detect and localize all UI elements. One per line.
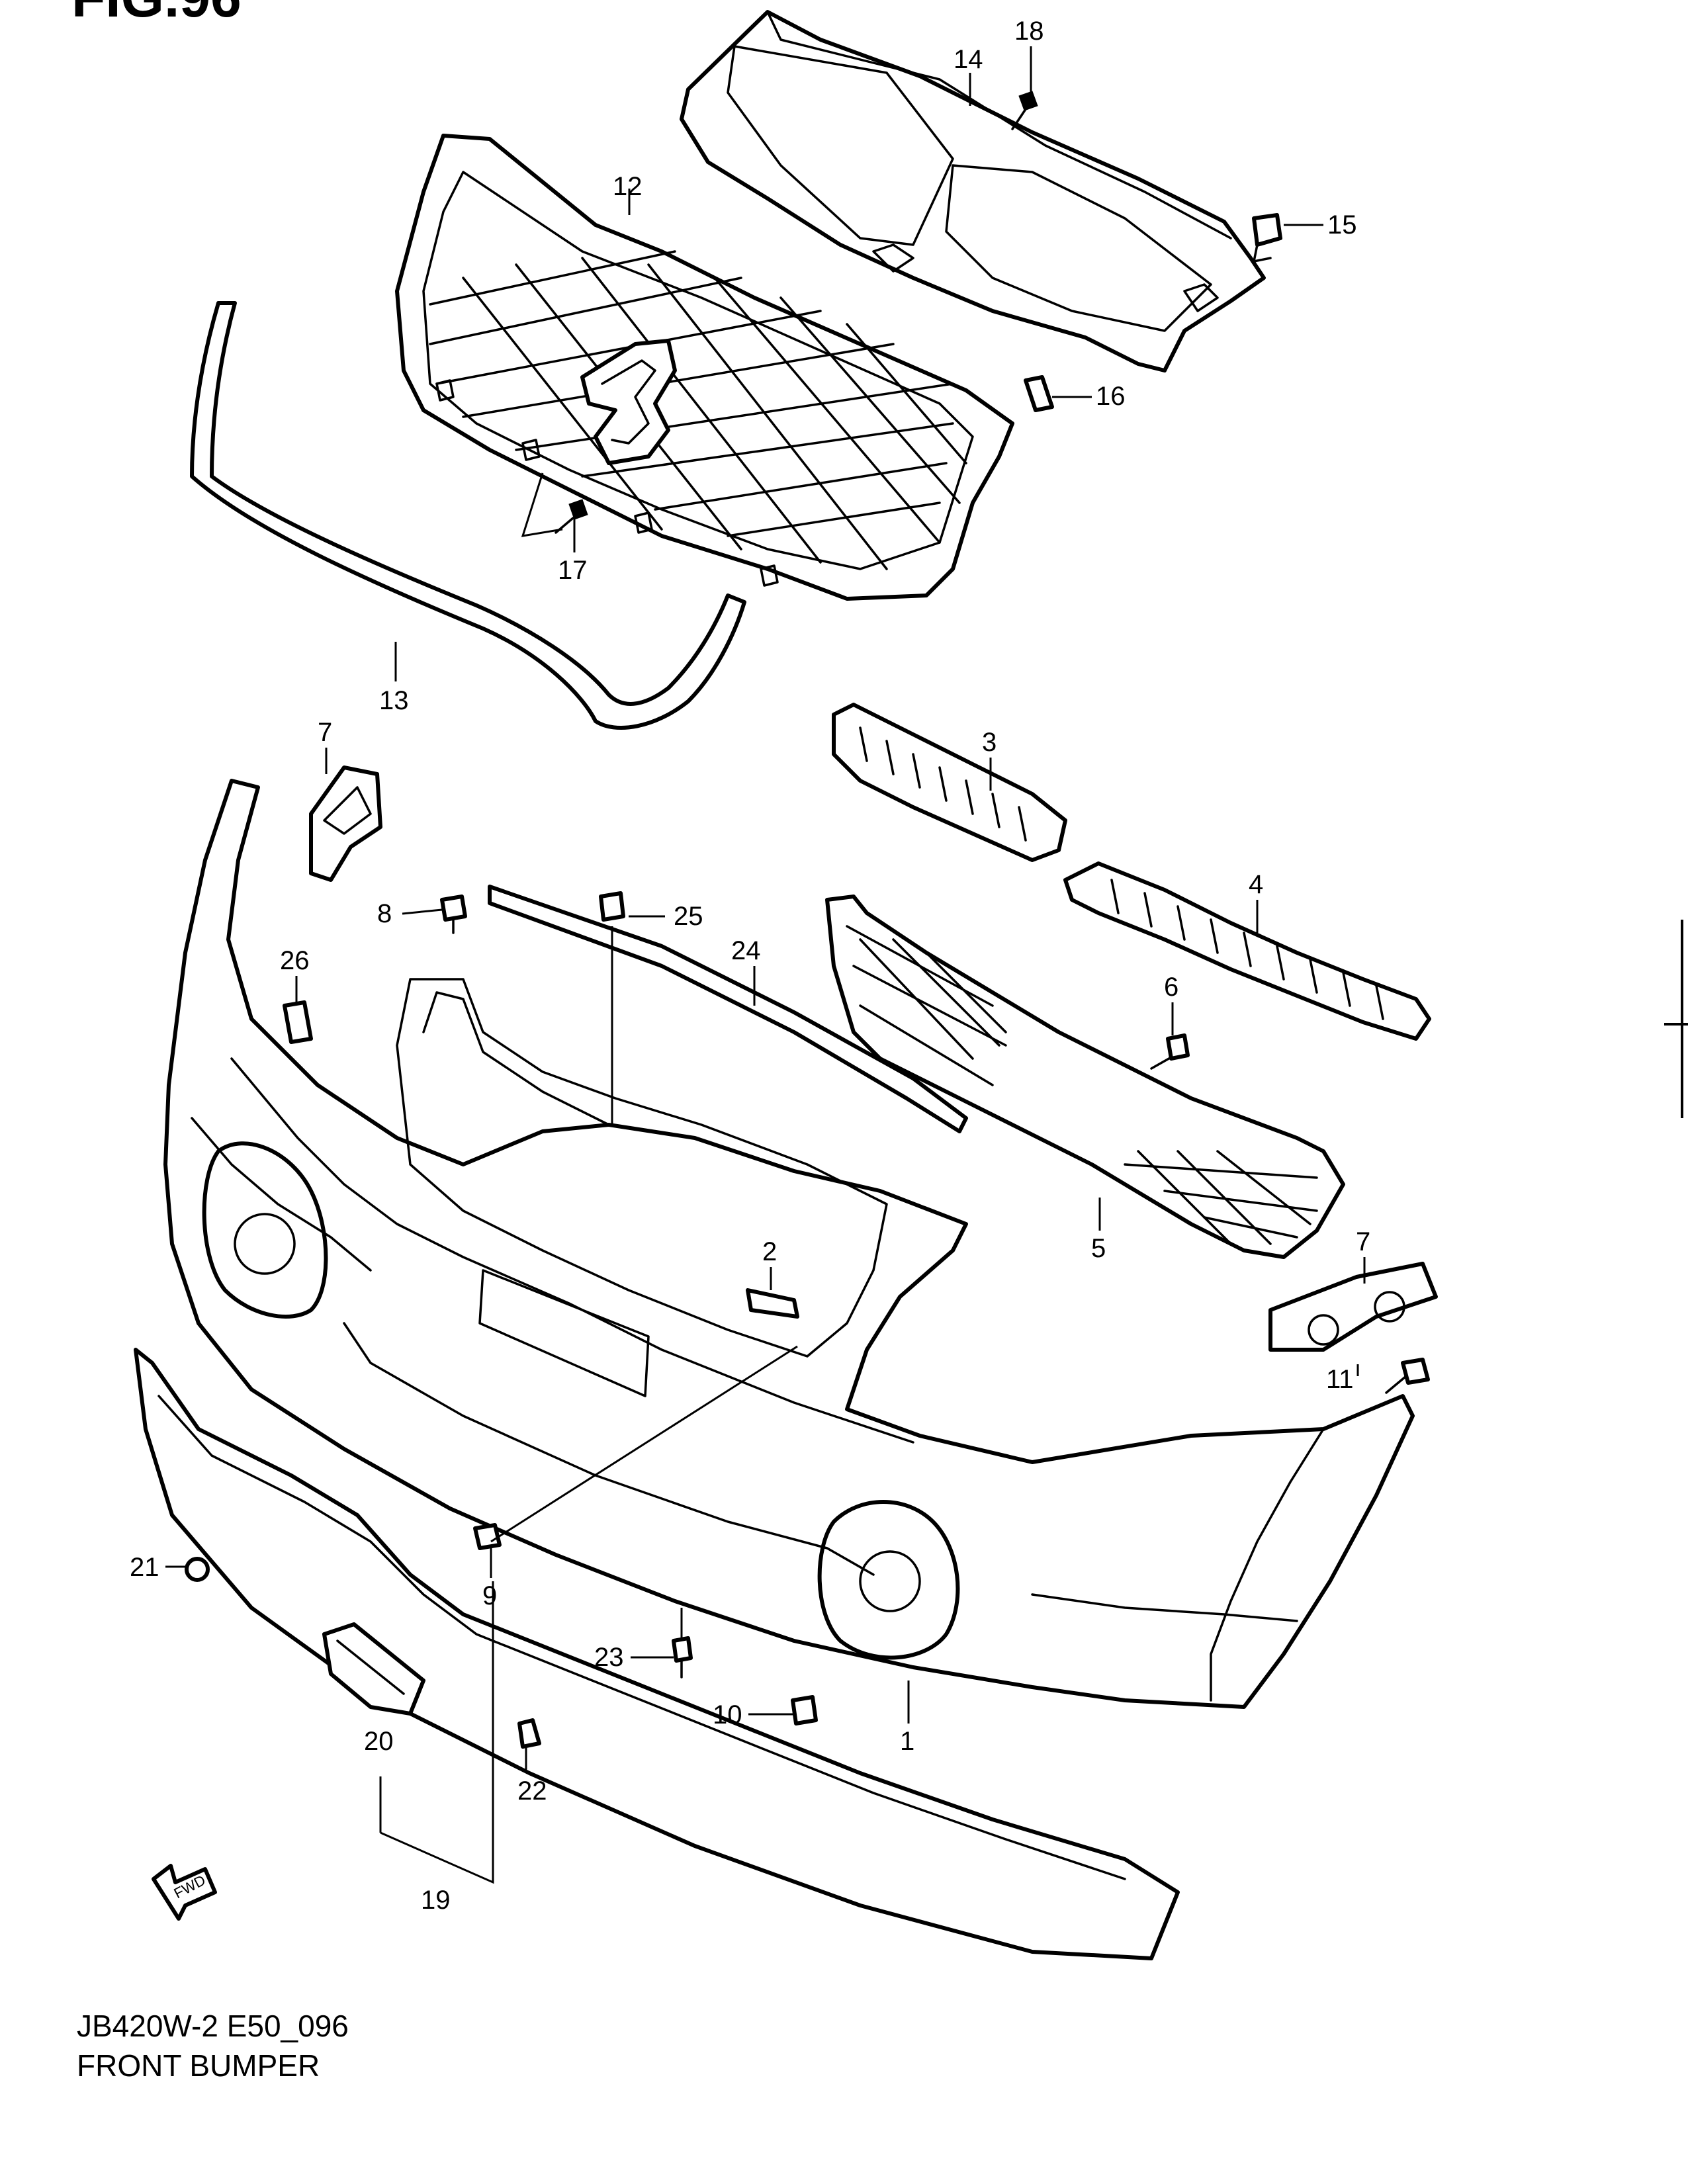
callout-8: 8 — [377, 899, 392, 928]
callout-2: 2 — [762, 1237, 777, 1266]
diagram-caption: FRONT BUMPER — [77, 2048, 320, 2083]
part-24-upper-cover — [488, 885, 968, 1133]
fastener-15-clip — [1252, 213, 1282, 263]
callout-21: 21 — [130, 1553, 159, 1582]
callout-11: 11 — [1326, 1365, 1354, 1394]
callout-9: 9 — [482, 1581, 497, 1610]
fastener-10-bolt — [791, 1695, 818, 1725]
fastener-8-bolt — [440, 895, 467, 934]
leader-lines — [165, 46, 1366, 1884]
diagram-code: JB420W-2 E50_096 — [77, 2009, 349, 2043]
part-12-radiator-grille — [395, 134, 1014, 601]
fastener-25-clip — [599, 891, 625, 922]
callout-16: 16 — [1096, 382, 1126, 411]
part-2-nut — [746, 1288, 799, 1319]
part-7-bracket-right — [1268, 1262, 1438, 1352]
callout-10: 10 — [713, 1700, 742, 1729]
fastener-18-screw — [1011, 91, 1038, 130]
part-22-clip — [517, 1718, 541, 1749]
callout-6: 6 — [1164, 973, 1178, 1002]
part-7-bracket-left — [309, 765, 382, 882]
part-26-clip — [283, 1000, 313, 1044]
callout-5: 5 — [1091, 1234, 1106, 1263]
callout-15: 15 — [1327, 210, 1357, 240]
callout-26: 26 — [280, 946, 310, 975]
fastener-6-screw — [1150, 1033, 1190, 1070]
callout-19: 19 — [421, 1886, 451, 1915]
fastener-21-nut — [185, 1557, 210, 1582]
fastener-17-screw — [555, 499, 588, 534]
part-5-lower-grille — [825, 895, 1345, 1259]
callout-7-left: 7 — [318, 718, 332, 747]
callout-labels: 1 2 3 4 5 6 7 7 8 9 10 11 12 13 14 15 16… — [130, 17, 1370, 1915]
callout-23: 23 — [594, 1643, 624, 1672]
edge-mark-horizontal — [1664, 1023, 1688, 1026]
callout-3: 3 — [982, 728, 997, 757]
callout-4: 4 — [1249, 870, 1263, 899]
part-19-lower-spoiler — [134, 1348, 1180, 1960]
fastener-9-bolt — [473, 1523, 502, 1550]
callout-12: 12 — [613, 172, 643, 201]
callout-22: 22 — [517, 1776, 547, 1806]
callout-13: 13 — [379, 686, 409, 715]
callout-25: 25 — [674, 902, 703, 931]
callout-20: 20 — [364, 1727, 394, 1756]
part-13-moulding — [190, 301, 746, 730]
part-20-tow-cover — [322, 1622, 425, 1716]
fastener-11-screw — [1385, 1358, 1430, 1394]
callout-18: 18 — [1014, 17, 1044, 46]
part-4-absorber — [1063, 861, 1431, 1041]
part-16-clip — [1024, 375, 1054, 412]
callout-24: 24 — [731, 936, 761, 965]
callout-7-right: 7 — [1356, 1227, 1370, 1256]
figure-title: FIG.96 — [71, 0, 242, 30]
callout-14: 14 — [954, 45, 983, 74]
callout-17: 17 — [558, 556, 588, 585]
fastener-23-screw — [672, 1636, 693, 1679]
callout-1: 1 — [900, 1727, 914, 1756]
fwd-arrow-icon: FWD — [152, 1864, 217, 1921]
part-3-absorber — [832, 703, 1067, 862]
part-14-grille-support — [680, 10, 1266, 372]
edge-mark-vertical — [1681, 920, 1683, 1118]
